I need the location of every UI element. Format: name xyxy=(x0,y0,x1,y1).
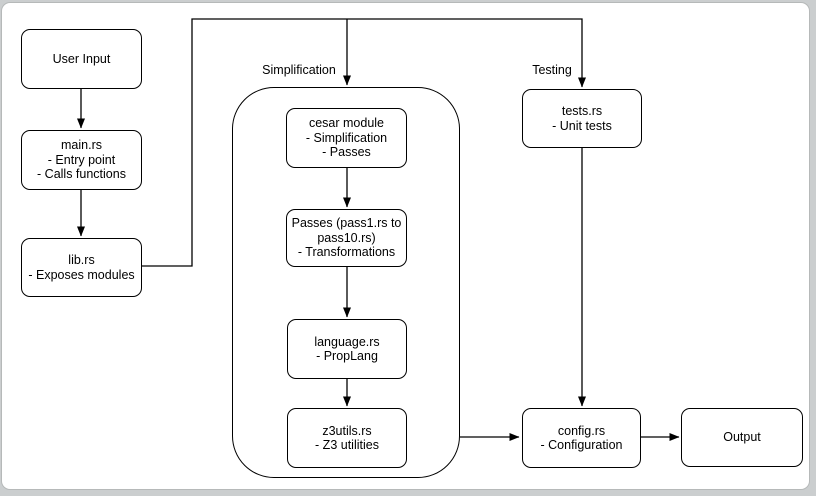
node-text-line: Passes (pass1.rs to xyxy=(291,216,402,231)
node-text-line: - Configuration xyxy=(540,438,623,452)
node-language-rs[interactable]: language.rs - PropLang xyxy=(287,319,407,379)
node-output[interactable]: Output xyxy=(681,408,803,467)
node-text-line: lib.rs xyxy=(68,253,95,267)
node-text-line: User Input xyxy=(52,51,111,66)
testing-group-label: Testing xyxy=(532,63,572,77)
node-main-rs[interactable]: main.rs - Entry point - Calls functions xyxy=(21,130,142,190)
node-text-line: - Calls functions xyxy=(37,167,126,182)
node-text-line: cesar module xyxy=(308,116,385,131)
node-text-line: - PropLang xyxy=(316,349,378,363)
node-tests-rs[interactable]: tests.rs - Unit tests xyxy=(522,89,642,148)
node-text-line: Output xyxy=(723,430,761,445)
node-z3utils-rs[interactable]: z3utils.rs - Z3 utilities xyxy=(287,408,407,468)
node-lib-rs[interactable]: lib.rs - Exposes modules xyxy=(21,238,142,297)
node-text-line: pass10.rs) xyxy=(317,230,376,245)
node-text-line: config.rs xyxy=(557,423,606,438)
node-text-line: - Transformations xyxy=(297,245,396,260)
node-config-rs[interactable]: config.rs - Configuration xyxy=(522,408,641,468)
node-text-line: language.rs xyxy=(314,334,380,349)
node-cesar-module[interactable]: cesar module - Simplification - Passes xyxy=(286,108,407,168)
node-text-line: - Passes xyxy=(322,145,371,160)
diagram-canvas: Simplification Testing xyxy=(2,3,809,489)
node-passes[interactable]: Passes (pass1.rs to pass10.rs) - Transfo… xyxy=(286,209,407,267)
node-user-input[interactable]: User Input xyxy=(21,29,142,89)
node-text-line: - Unit tests xyxy=(552,118,612,133)
node-text-line: z3utils.rs xyxy=(322,423,372,438)
diagram-window: Simplification Testing xyxy=(2,3,809,489)
simplification-group-label: Simplification xyxy=(262,63,336,77)
node-text-line: - Exposes modules xyxy=(28,267,135,282)
node-text-line: tests.rs xyxy=(561,104,603,118)
node-text-line: - Z3 utilities xyxy=(315,438,379,452)
node-text-line: - Simplification xyxy=(305,130,388,145)
node-text-line: - Entry point xyxy=(47,152,116,167)
node-text-line: main.rs xyxy=(61,138,102,153)
